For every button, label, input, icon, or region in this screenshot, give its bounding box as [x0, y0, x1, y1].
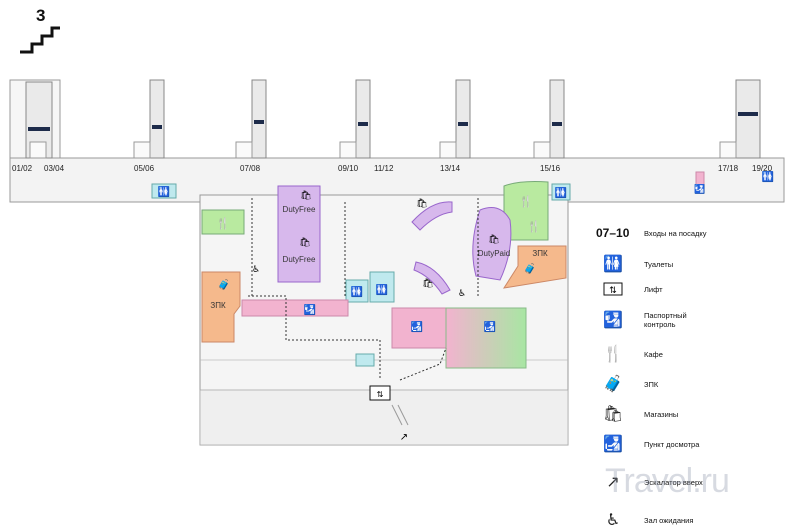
elevator-icon: ⇅ — [377, 390, 384, 399]
toilet-icon: 🚻 — [762, 170, 774, 183]
legend-label: Туалеты — [644, 259, 674, 269]
legend-label: Эскалатор вверх — [644, 477, 703, 487]
security-check-icon: 🛃 — [603, 436, 623, 453]
gate-label-07-08: 07/08 — [240, 164, 261, 173]
stairs-icon — [20, 26, 60, 54]
legend-gate-code: 07–10 — [596, 226, 630, 240]
legend-row-toilets: 🚻 Туалеты — [596, 254, 796, 274]
cafe-zone-west: 🍴 — [201, 209, 245, 235]
security-check-icon: 🛃 — [411, 320, 423, 333]
waiting-room-markers: ♿ ♿ 🛂 — [252, 171, 706, 298]
gate-labels: 01/02 03/04 05/06 07/08 09/10 11/12 13/1… — [12, 164, 773, 173]
gate-label-11-12: 11/12 — [374, 164, 394, 173]
gate-label-17-18: 17/18 — [718, 164, 739, 173]
legend-row-passport: 🛂 Паспортный контроль — [596, 310, 796, 330]
legend-row-shops: 🛍 Магазины — [596, 404, 796, 424]
cafe-icon: 🍴 — [603, 346, 623, 363]
shop-icon: 🛍 — [422, 278, 433, 288]
waiting-room-icon: ♿ — [605, 512, 621, 529]
elevator-icon: ⇅ — [596, 282, 630, 296]
cafe-icon: 🍴 — [216, 217, 230, 230]
toilet-icon: 🚻 — [603, 256, 623, 273]
gate-label-09-10: 09/10 — [338, 164, 359, 173]
legend-row-elevator: ⇅ Лифт — [596, 282, 796, 296]
cafe-icon: 🍴 — [519, 195, 533, 208]
toilet-zone-center: 🚻 🚻 — [345, 271, 395, 303]
legend-label: Магазины — [644, 409, 679, 419]
zpk-zone-east: ЗПК 🧳 — [502, 245, 567, 289]
legend-label: Зал ожидания — [644, 515, 694, 525]
shop-icon: 🛍 — [602, 406, 624, 423]
duty-free-label: DutyFree — [283, 255, 316, 264]
escalator-up-icon: ↗ — [400, 432, 408, 443]
escalator-up-icon: ↗ — [606, 474, 620, 491]
toilet-zone-far-east: 🚻 — [762, 170, 774, 183]
legend-label: Входы на посадку — [644, 228, 707, 238]
shop-icon: 🛍 — [488, 234, 499, 244]
passport-control-icon: 🛂 — [304, 303, 316, 316]
toilet-zone-west: 🚻 — [151, 183, 177, 199]
legend-row-escalator: ↗ Эскалатор вверх — [596, 472, 796, 492]
waiting-room-icon: ♿ — [252, 264, 260, 274]
legend-label: Лифт — [644, 284, 663, 294]
legend-label: ЗПК — [644, 379, 659, 389]
svg-text:⇅: ⇅ — [609, 285, 617, 295]
passport-control-icon: 🛂 — [603, 312, 623, 329]
vip-lounge-icon: 🧳 — [524, 262, 536, 275]
gate-label-13-14: 13/14 — [440, 164, 461, 173]
vip-lounge-icon: 🧳 — [218, 278, 230, 291]
shop-icon: 🛍 — [299, 237, 310, 247]
passport-control-icon: 🛂 — [694, 183, 705, 194]
legend-row-cafe: 🍴 Кафе — [596, 344, 796, 364]
gate-label-15-16: 15/16 — [540, 164, 561, 173]
passport-control-zone: 🛂 — [241, 299, 349, 317]
floor-number: 3 — [36, 6, 46, 25]
curved-shops: 🛍 🛍 — [411, 198, 453, 295]
zpk-label: ЗПК — [532, 249, 548, 258]
legend-label: Кафе — [644, 349, 663, 359]
cafe-zone-east: 🍴 🍴 — [503, 181, 549, 241]
toilet-icon: 🚻 — [555, 186, 567, 199]
gate-label-19-20: 19/20 — [752, 164, 773, 173]
escalator-zone: ↗ — [391, 404, 409, 443]
security-check-zone: 🛃 🛃 — [391, 307, 527, 369]
waiting-room-icon: ♿ — [458, 288, 466, 298]
walking-routes — [246, 196, 479, 381]
legend-row-zpk: 🧳 ЗПК — [596, 374, 796, 394]
gate-label-05-06: 05/06 — [134, 164, 155, 173]
elevator-zone: ⇅ — [355, 353, 391, 401]
duty-free-label: DutyFree — [283, 205, 316, 214]
legend-row-gates: 07–10 Входы на посадку — [596, 226, 796, 240]
duty-paid-zone: DutyPaid 🛍 — [472, 207, 512, 281]
gate-label-03-04: 03/04 — [44, 164, 65, 173]
legend-row-waiting: ♿ Зал ожидания — [596, 510, 796, 530]
duty-free-zone: DutyFree DutyFree 🛍 🛍 — [277, 185, 321, 283]
gate-piers — [25, 79, 761, 159]
toilet-zone-east: 🚻 — [551, 183, 571, 201]
security-check-icon: 🛃 — [484, 320, 496, 333]
toilet-icon: 🚻 — [376, 283, 388, 296]
legend-label: Пункт досмотра — [644, 439, 700, 449]
shop-icon: 🛍 — [416, 198, 427, 208]
watermark: Travel.ru — [605, 462, 730, 500]
zpk-label: ЗПК — [210, 301, 226, 310]
shop-icon: 🛍 — [300, 190, 311, 200]
gate-label-01-02: 01/02 — [12, 164, 33, 173]
toilet-icon: 🚻 — [158, 185, 170, 198]
duty-paid-label: DutyPaid — [478, 249, 510, 258]
zpk-zone-west: ЗПК 🧳 — [201, 271, 241, 343]
vip-lounge-icon: 🧳 — [603, 376, 623, 393]
cafe-icon: 🍴 — [527, 220, 541, 233]
toilet-icon: 🚻 — [351, 285, 363, 298]
legend-row-security: 🛃 Пункт досмотра — [596, 434, 796, 454]
legend-label: Паспортный контроль — [644, 311, 687, 329]
